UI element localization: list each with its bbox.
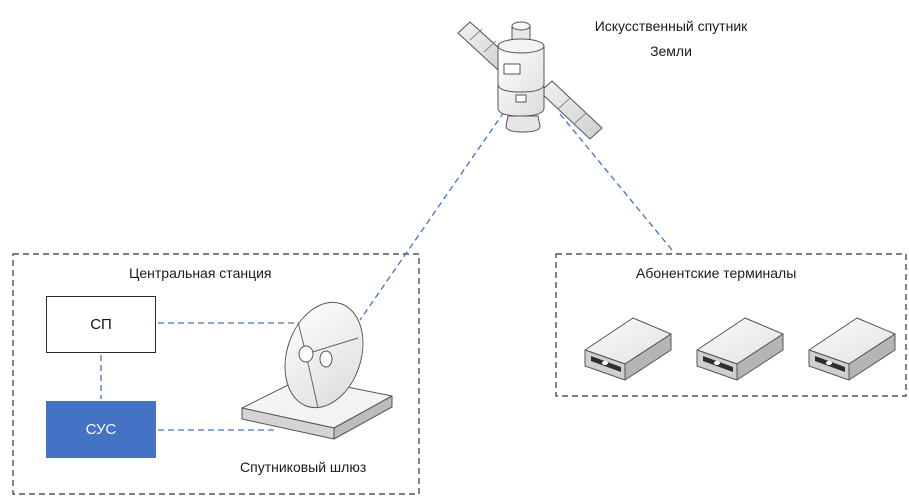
terminal-device-icon <box>808 317 896 381</box>
satellite-label-line2: Земли <box>650 43 692 59</box>
sp-box: СП <box>46 296 156 353</box>
sus-box-label: СУС <box>85 421 117 438</box>
central-station-title: Центральная станция <box>129 265 272 281</box>
subscriber-terminals-title: Абонентские терминалы <box>636 265 797 281</box>
link-satellite-gateway <box>359 111 505 321</box>
link-satellite-terminals <box>559 113 673 251</box>
satellite-icon <box>457 21 603 140</box>
links <box>100 111 673 431</box>
terminal-device-icon <box>696 317 784 381</box>
subscriber-terminals-group <box>555 253 907 397</box>
satellite-dish-icon <box>241 301 393 440</box>
sus-box: СУС <box>46 401 156 458</box>
terminal-device-icon <box>584 317 672 381</box>
satellite-label-line1: Искусственный спутник <box>595 18 748 34</box>
gateway-label: Спутниковый шлюз <box>240 459 367 475</box>
sp-box-label: СП <box>90 316 112 333</box>
central-station-group <box>12 253 420 495</box>
